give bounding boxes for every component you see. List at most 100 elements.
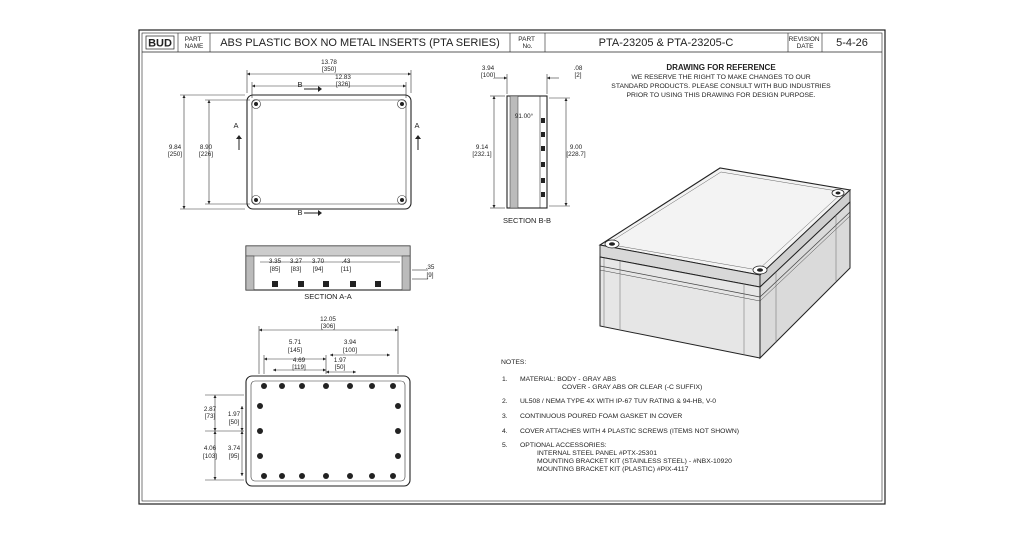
note-1-num: 1. (502, 376, 508, 383)
part-no-label: PART No. (518, 36, 536, 50)
notes-heading: NOTES: (501, 359, 526, 366)
part-name-label-1: PART (185, 36, 202, 43)
reference-title: DRAWING FOR REFERENCE (666, 63, 776, 72)
bottom-hole (279, 473, 285, 479)
bottom-w3-mm: [119] (292, 364, 306, 371)
side-left-height: 9.14 (476, 144, 489, 151)
bottom-h3: 4.06 (204, 445, 217, 452)
side-depth-mm: [100] (481, 72, 495, 79)
aa-dim-5: .35 (426, 264, 435, 271)
revision-label-1: REVISION (789, 36, 820, 43)
bottom-hole (299, 473, 305, 479)
bottom-view: 12.05 [306] 5.71 [145] 3.94 [100] 4.69 [… (203, 316, 411, 487)
bottom-hole (261, 473, 267, 479)
top-view-lid (251, 99, 407, 205)
bottom-h2: 1.97 (228, 411, 241, 418)
bottom-hole (390, 383, 396, 389)
bottom-hole (369, 473, 375, 479)
bottom-overall: 12.05 (320, 316, 336, 323)
top-view-outline (246, 94, 412, 210)
note-4-num: 4. (502, 428, 508, 435)
sheet-inner-border (141, 32, 883, 502)
bottom-w4: 1.97 (334, 357, 347, 364)
company-logo (145, 35, 175, 50)
bottom-h1-mm: [73] (205, 413, 216, 420)
note-3-line-1: CONTINUOUS POURED FOAM GASKET IN COVER (520, 413, 682, 420)
side-lip: .08 (574, 65, 583, 72)
aa-dim-2-mm: [83] (291, 266, 302, 273)
section-aa-label: SECTION A-A (304, 292, 352, 301)
bottom-w1: 5.71 (289, 339, 302, 346)
side-left-height-mm: [232.1] (472, 151, 492, 158)
aa-dim-5-mm: [9] (426, 272, 433, 279)
bottom-hole (390, 473, 396, 479)
side-depth: 3.94 (482, 65, 495, 72)
aa-dim-3: 3.70 (312, 258, 325, 265)
title-block: BUD PART NAME ABS PLASTIC BOX NO METAL I… (142, 33, 882, 53)
note-5-line-2: INTERNAL STEEL PANEL #PTX-25301 (537, 450, 657, 457)
aa-dim-4: .43 (342, 258, 351, 265)
bottom-hole (323, 383, 329, 389)
top-overall-width-mm: [350] (322, 66, 336, 73)
revision-label: REVISION DATE (789, 36, 822, 50)
note-5-line-3: MOUNTING BRACKET KIT (STAINLESS STEEL) -… (537, 458, 732, 465)
bottom-hole (257, 403, 263, 409)
reference-line-1: WE RESERVE THE RIGHT TO MAKE CHANGES TO … (631, 74, 810, 81)
section-b-bottom: B (297, 208, 302, 217)
aa-dim-2: 3.27 (290, 258, 303, 265)
section-aa-view: 3.35 [85] 3.27 [83] 3.70 [94] .43 [11] .… (245, 245, 435, 301)
bottom-h4: 3.74 (228, 445, 241, 452)
bottom-h3-mm: [103] (203, 453, 217, 460)
section-bb-label: SECTION B-B (503, 216, 551, 225)
reference-line-2: STANDARD PRODUCTS. PLEASE CONSULT WITH B… (611, 83, 831, 90)
bottom-w2-mm: [100] (343, 347, 357, 354)
bottom-w3: 4.69 (293, 357, 306, 364)
note-1-line-1: MATERIAL: BODY - GRAY ABS (520, 376, 617, 383)
note-2-num: 2. (502, 398, 508, 405)
bottom-hole (395, 453, 401, 459)
bottom-hole (395, 403, 401, 409)
bottom-w4-mm: [50] (335, 364, 346, 371)
note-3-num: 3. (502, 413, 508, 420)
top-inner-width-mm: [326] (336, 81, 350, 88)
part-no-label-1: PART (518, 36, 535, 43)
side-view-section-bb: 91.00° 3.94 [100] .08 [2] 9.14 [232.1] 9… (472, 65, 586, 225)
side-draft-angle: 91.00° (515, 112, 534, 120)
side-right-height: 9.00 (570, 144, 583, 151)
company-logo-text: BUD (148, 38, 172, 50)
note-5-line-4: MOUNTING BRACKET KIT (PLASTIC) #PIX-4117 (537, 466, 689, 473)
bottom-hole (323, 473, 329, 479)
part-number: PTA-23205 & PTA-23205-C (599, 37, 734, 49)
note-5-line-1: OPTIONAL ACCESSORIES: (520, 442, 607, 449)
bottom-hole (279, 383, 285, 389)
part-name-label: PART NAME (185, 36, 204, 50)
top-overall-width: 13.78 (321, 59, 337, 66)
aa-dim-1-mm: [85] (270, 266, 281, 273)
part-name-label-2: NAME (185, 43, 204, 50)
revision-date: 5-4-26 (836, 37, 868, 49)
bottom-hole (347, 383, 353, 389)
bottom-hole (369, 383, 375, 389)
top-overall-height-mm: [250] (168, 151, 182, 158)
reference-line-3: PRIOR TO USING THIS DRAWING FOR DESIGN P… (627, 92, 816, 99)
bottom-hole (299, 383, 305, 389)
revision-label-2: DATE (797, 43, 815, 50)
note-2-line-1: UL508 / NEMA TYPE 4X WITH IP-67 TUV RATI… (520, 398, 716, 405)
sheet-border (138, 29, 886, 505)
top-inner-height: 8.90 (200, 144, 213, 151)
bottom-hole (347, 473, 353, 479)
top-inner-width: 12.83 (335, 74, 351, 81)
section-a-right: A (414, 121, 419, 130)
note-4-line-1: COVER ATTACHES WITH 4 PLASTIC SCREWS (IT… (520, 428, 739, 435)
bottom-h4-mm: [95] (229, 453, 240, 460)
aa-dim-1: 3.35 (269, 258, 282, 265)
note-5-num: 5. (502, 442, 508, 449)
section-a-left: A (233, 121, 238, 130)
side-lip-mm: [2] (574, 72, 581, 79)
bottom-hole (395, 428, 401, 434)
side-right-height-mm: [228.7] (566, 151, 586, 158)
notes-block: NOTES: 1. MATERIAL: BODY - GRAY ABS COVE… (501, 359, 739, 473)
top-inner-height-mm: [226] (199, 151, 213, 158)
bottom-hole (257, 453, 263, 459)
